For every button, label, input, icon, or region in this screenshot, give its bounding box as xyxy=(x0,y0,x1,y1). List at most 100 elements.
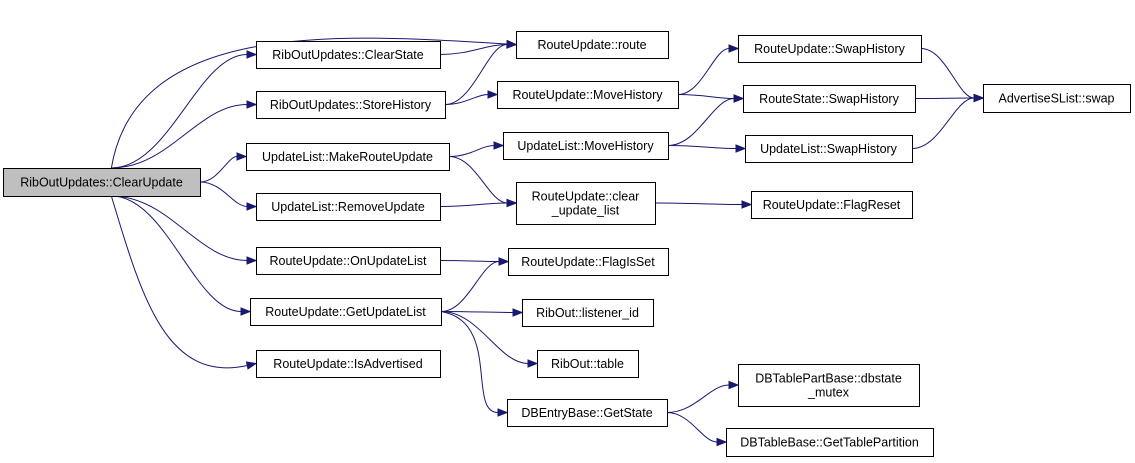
edge-line xyxy=(677,94,735,99)
arrowhead-icon xyxy=(240,307,252,316)
node-clearupdate[interactable]: RibOutUpdates::ClearUpdate xyxy=(3,168,201,197)
node-label: RouteState::SwapHistory xyxy=(759,92,899,106)
edge-getupdatelist-to-flagisset xyxy=(440,257,510,312)
node-label: _mutex xyxy=(807,386,850,400)
node-removeupdate[interactable]: UpdateList::RemoveUpdate xyxy=(256,193,441,221)
arrowhead-icon xyxy=(246,256,258,265)
node-box xyxy=(522,299,654,327)
edge-removeupdate-to-clear-update-list xyxy=(439,198,518,208)
node-swap[interactable]: AdvertiseSList::swap xyxy=(983,84,1131,113)
node-box xyxy=(745,135,913,163)
edge-line xyxy=(199,156,238,183)
node-listener-id[interactable]: RibOut::listener_id xyxy=(522,299,654,327)
node-box xyxy=(726,428,934,457)
edge-clearupdate-to-onupdatelist xyxy=(111,195,258,265)
edge-line xyxy=(444,94,489,105)
node-label: DBTableBase::GetTablePartition xyxy=(740,436,919,450)
arrowhead-icon xyxy=(493,141,505,150)
node-flagisset[interactable]: RouteUpdate::FlagIsSet xyxy=(508,248,669,276)
node-box xyxy=(256,350,441,378)
edge-line xyxy=(914,97,975,99)
edge-line xyxy=(666,384,730,413)
node-storehistory[interactable]: RibOutUpdates::StoreHistory xyxy=(256,91,446,119)
node-label: RouteUpdate::clear xyxy=(532,190,640,204)
edge-getupdatelist-to-listener-id xyxy=(440,308,524,317)
edge-line xyxy=(111,104,248,169)
edge-line xyxy=(440,311,499,413)
edge-line xyxy=(448,145,495,157)
node-clearstate[interactable]: RibOutUpdates::ClearState xyxy=(256,41,441,69)
node-box xyxy=(507,399,668,427)
node-isadvertised[interactable]: RouteUpdate::IsAdvertised xyxy=(256,350,441,378)
node-route[interactable]: RouteUpdate::route xyxy=(516,31,669,59)
edge-ul-movehistory-to-rs-swaphistory xyxy=(667,94,745,146)
node-dbstate-mutex[interactable]: DBTablePartBase::dbstate_mutex xyxy=(738,364,920,407)
edge-ru-swaphistory-to-swap xyxy=(920,48,985,103)
arrowhead-icon xyxy=(245,361,258,370)
arrowhead-icon xyxy=(487,90,499,99)
node-box xyxy=(503,132,669,160)
arrowhead-icon xyxy=(506,198,518,208)
node-ul-swaphistory[interactable]: UpdateList::SwapHistory xyxy=(745,135,913,163)
node-onupdatelist[interactable]: RouteUpdate::OnUpdateList xyxy=(256,247,441,275)
node-table[interactable]: RibOut::table xyxy=(537,350,639,378)
edge-clearupdate-to-clearstate xyxy=(111,50,258,169)
arrowhead-icon xyxy=(498,257,510,266)
edge-getstate-to-gettablepartition xyxy=(666,412,728,447)
node-box xyxy=(256,193,441,221)
edge-line xyxy=(440,311,529,364)
nodes-layer: RibOutUpdates::ClearUpdate RibOutUpdates:… xyxy=(3,31,1131,457)
edge-clearupdate-to-storehistory xyxy=(111,100,258,169)
node-label: RibOutUpdates::ClearState xyxy=(272,48,424,62)
node-box xyxy=(743,85,916,113)
node-label: UpdateList::RemoveUpdate xyxy=(271,200,425,214)
node-flagreset[interactable]: RouteUpdate::FlagReset xyxy=(751,191,913,219)
arrowhead-icon xyxy=(733,94,745,103)
node-clear-update-list[interactable]: RouteUpdate::clear_update_list xyxy=(516,182,656,225)
node-box xyxy=(751,191,913,219)
arrowhead-icon xyxy=(246,202,258,211)
node-label: _update_list xyxy=(551,204,620,218)
arrowhead-icon xyxy=(741,200,753,209)
edge-line xyxy=(111,195,242,312)
node-label: UpdateList::SwapHistory xyxy=(760,142,898,156)
node-label: RibOut::table xyxy=(551,357,624,371)
node-label: AdvertiseSList::swap xyxy=(998,92,1114,106)
node-rs-swaphistory[interactable]: RouteState::SwapHistory xyxy=(743,85,916,113)
node-ul-movehistory[interactable]: UpdateList::MoveHistory xyxy=(503,132,669,160)
edge-line xyxy=(111,54,248,169)
node-ru-movehistory[interactable]: RouteUpdate::MoveHistory xyxy=(497,81,679,109)
node-label: RouteUpdate::GetUpdateList xyxy=(265,305,426,319)
node-makerouteupdate[interactable]: UpdateList::MakeRouteUpdate xyxy=(246,143,450,171)
edge-line xyxy=(440,311,514,313)
edge-clearupdate-to-isadvertised xyxy=(110,195,258,370)
edge-line xyxy=(439,260,500,262)
node-label: RouteUpdate::FlagReset xyxy=(763,198,901,212)
node-getstate[interactable]: DBEntryBase::GetState xyxy=(507,399,668,427)
node-box xyxy=(516,31,669,59)
node-box xyxy=(256,91,446,119)
node-label: DBTablePartBase::dbstate xyxy=(755,372,902,386)
arrowhead-icon xyxy=(497,408,509,417)
edge-clear-update-list-to-flagreset xyxy=(654,200,753,209)
node-label: DBEntryBase::GetState xyxy=(521,406,652,420)
node-label: RouteUpdate::IsAdvertised xyxy=(273,357,422,371)
node-getupdatelist[interactable]: RouteUpdate::GetUpdateList xyxy=(250,298,442,326)
node-gettablepartition[interactable]: DBTableBase::GetTablePartition xyxy=(726,428,934,457)
node-label: RouteUpdate::SwapHistory xyxy=(754,42,906,56)
node-box xyxy=(738,364,920,407)
arrowhead-icon xyxy=(728,44,740,53)
edge-line xyxy=(654,202,743,205)
node-box xyxy=(256,247,441,275)
edge-makerouteupdate-to-clear-update-list xyxy=(448,156,518,208)
arrowhead-icon xyxy=(973,93,985,103)
edge-makerouteupdate-to-ul-movehistory xyxy=(448,141,505,157)
edge-line xyxy=(439,202,508,207)
node-label: RouteUpdate::MoveHistory xyxy=(512,88,663,102)
edge-line xyxy=(920,48,975,99)
node-box xyxy=(3,168,201,197)
arrowhead-icon xyxy=(236,152,248,161)
edge-line xyxy=(111,195,248,261)
node-ru-swaphistory[interactable]: RouteUpdate::SwapHistory xyxy=(738,35,922,63)
edge-ul-movehistory-to-ul-swaphistory xyxy=(667,144,747,153)
